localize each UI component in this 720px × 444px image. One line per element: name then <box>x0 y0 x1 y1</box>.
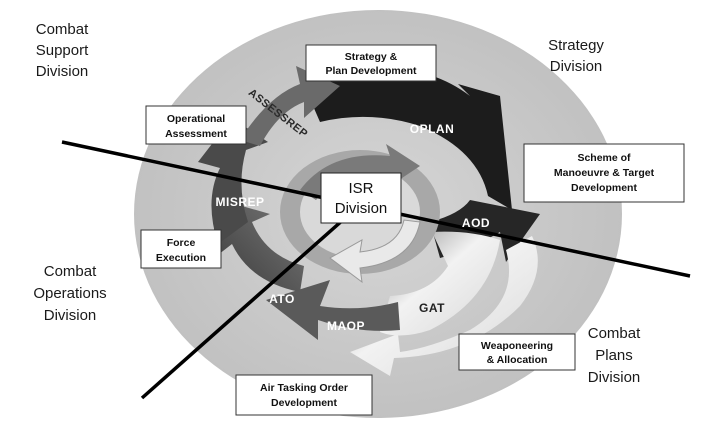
aod-label: AOD <box>462 216 490 230</box>
weaponeering-box: Weaponeering & Allocation <box>458 333 576 371</box>
maop-label: MAOP <box>327 319 365 333</box>
strategy-plan-box: Strategy & Plan Development <box>305 44 437 82</box>
scheme-line1: Scheme of <box>577 152 631 164</box>
scheme-of-manoeuvre-box: Scheme of Manoeuvre & Target Development <box>523 143 685 203</box>
strategy-division-label: Strategy Division <box>548 37 604 75</box>
combat-support-division-label: Combat Support Division <box>36 21 89 80</box>
combat-plans-division-label: Combat Plans Division <box>588 325 641 386</box>
combat-operations-line3: Division <box>44 307 97 324</box>
strategy-plan-line2: Plan Development <box>325 65 417 77</box>
operational-assessment-line1: Operational <box>167 113 225 125</box>
air-tasking-order-box: Air Tasking Order Development <box>235 374 373 416</box>
force-execution-box: Force Execution <box>140 229 222 269</box>
ato-box-line1: Air Tasking Order <box>260 382 348 394</box>
operational-assessment-line2: Assessment <box>165 128 227 140</box>
oplan-label: OPLAN <box>410 122 455 136</box>
division-line-diagonal <box>140 194 372 400</box>
weaponeering-line2: & Allocation <box>487 354 548 366</box>
gat-arrow-segment <box>350 236 538 376</box>
strategy-plan-line1: Strategy & <box>345 51 398 63</box>
plans-inner-band <box>380 231 500 336</box>
ato-box-line2: Development <box>271 397 337 409</box>
maop-arrow-segment <box>266 280 400 340</box>
combat-plans-line3: Division <box>588 369 641 386</box>
ato-label: ATO <box>269 292 295 306</box>
combat-operations-line1: Combat <box>44 263 97 280</box>
assessrep-arrow-segment <box>240 66 340 146</box>
operational-assessment-box: Operational Assessment <box>145 105 247 145</box>
combat-support-line1: Combat <box>36 21 89 38</box>
center-label-line2: Division <box>335 200 388 217</box>
strategy-line2: Division <box>550 58 603 75</box>
strategy-line1: Strategy <box>548 37 604 54</box>
scheme-line3: Development <box>571 182 637 194</box>
combat-plans-line1: Combat <box>588 325 641 342</box>
force-execution-line2: Execution <box>156 252 206 264</box>
force-execution-line1: Force <box>167 237 196 249</box>
inner-arrow-light <box>329 219 421 284</box>
misrep-label: MISREP <box>215 195 264 209</box>
combat-plans-line2: Plans <box>595 347 633 364</box>
combat-operations-line2: Operations <box>33 285 106 302</box>
center-box <box>320 172 402 224</box>
combat-operations-division-label: Combat Operations Division <box>33 263 106 324</box>
strategy-arrow-segment <box>300 66 512 210</box>
scheme-line2: Manoeuvre & Target <box>554 167 655 179</box>
center-label-line1: ISR <box>348 180 373 197</box>
misrep-arrow-segment <box>198 118 268 244</box>
combat-support-line3: Division <box>36 63 89 80</box>
combat-support-line2: Support <box>36 42 89 59</box>
gat-label: GAT <box>419 301 445 315</box>
weaponeering-line1: Weaponeering <box>481 340 553 352</box>
